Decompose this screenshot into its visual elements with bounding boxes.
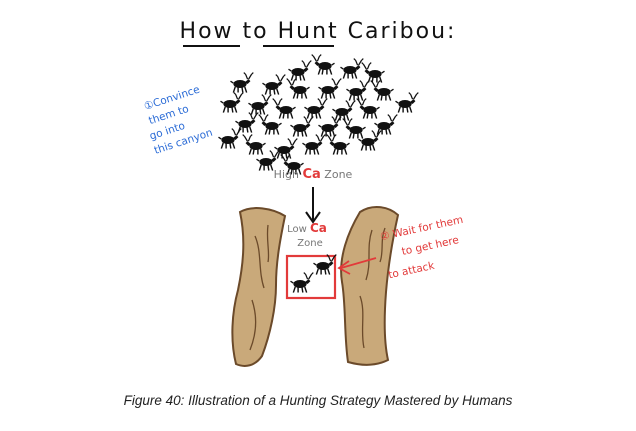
caribou-icon [325,133,351,156]
target-zone-box [285,254,337,300]
step2-line-2: to get here [401,234,460,258]
caribou-icon [339,57,365,80]
step1-annotation: ①Convince them to go into this canyon [143,84,214,157]
caribou-icon [394,91,420,114]
high-zone-suffix: Zone [324,168,352,181]
step2-line-3: to attack [387,260,436,282]
arrow-down-icon [305,187,321,224]
caribou-icon [289,115,315,138]
title-text: How to Hunt Caribou: [180,19,457,44]
high-zone-label: High Ca Zone [274,167,353,182]
canyon-left-wall [231,207,287,367]
caribou-icon [289,271,315,294]
caribou-icon [312,253,338,276]
caribou-icon [303,97,329,120]
caribou-icon [247,93,273,116]
caribou-icon [373,113,399,136]
caribou-icon [219,91,245,114]
caribou-icon [287,59,313,82]
canyon-right-wall [340,206,400,366]
caribou-icon [360,61,386,84]
caribou-icon [331,99,357,122]
caribou-herd [217,53,420,176]
caribou-icon [345,79,371,102]
low-zone-ca: Ca [310,221,327,235]
low-zone-suffix: Zone [297,238,322,249]
caribou-icon [369,79,395,102]
caribou-icon [273,137,299,160]
caribou-icon [261,73,287,96]
caribou-icon [355,97,381,120]
caribou-icon [217,127,243,150]
high-zone-prefix: High [274,168,299,181]
caribou-icon [317,77,343,100]
caribou-icon [271,97,297,120]
caribou-icon [341,117,367,140]
caribou-icon [317,115,343,138]
arrow-left-icon [337,257,377,275]
low-zone-prefix: Low [287,224,307,235]
high-zone-ca: Ca [302,167,320,182]
low-zone-label-top: Low Ca [287,221,327,235]
caribou-icon [241,133,267,156]
caribou-icon [229,71,255,94]
caribou-icon [234,111,260,134]
caribou-icon [285,77,311,100]
caribou-icon [257,113,283,136]
figure-caption: Figure 40: Illustration of a Hunting Str… [123,393,513,408]
caribou-icon [301,133,327,156]
caribou-icon [310,53,336,76]
